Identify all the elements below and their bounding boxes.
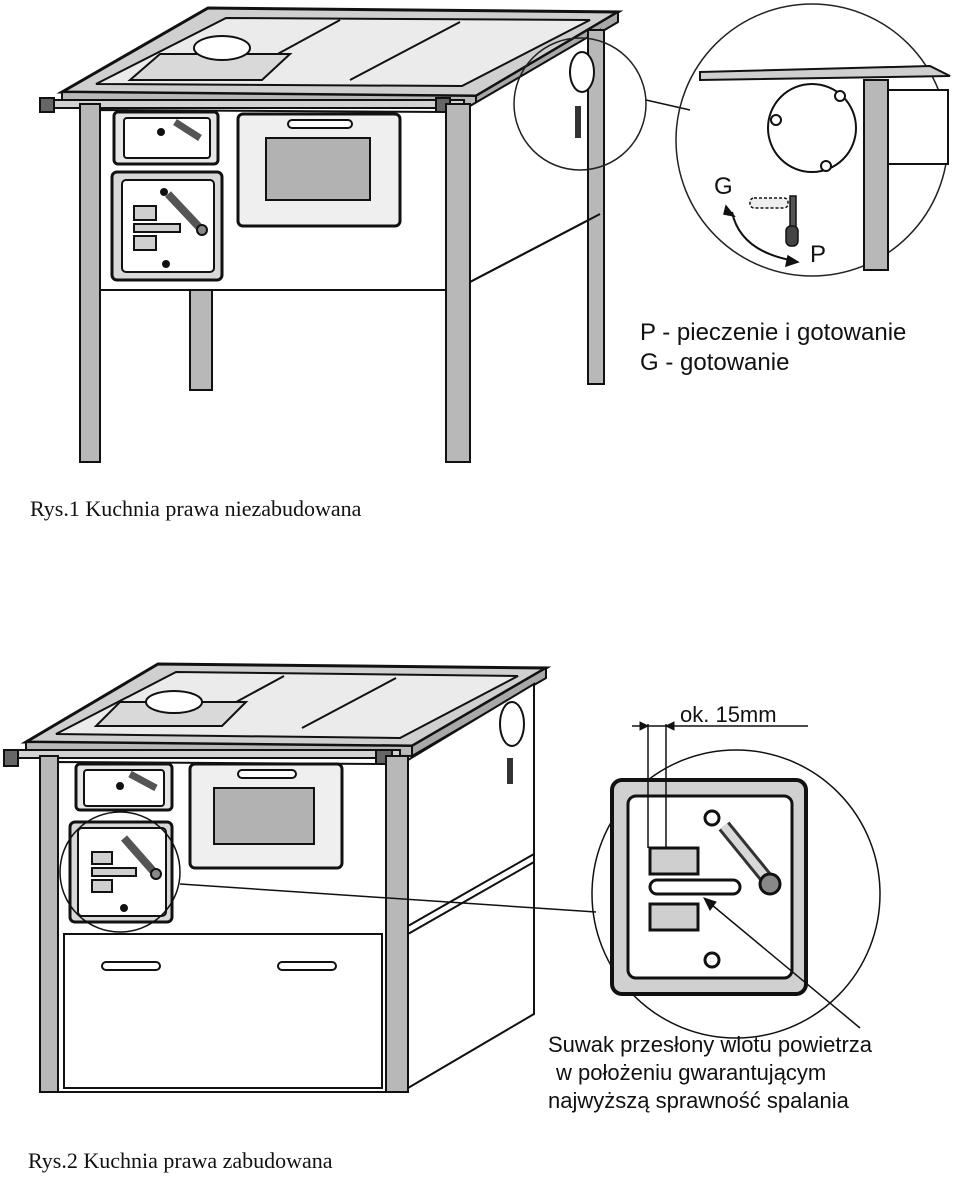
hotplate-ring [193,35,251,61]
figure-2-detail-callout [59,721,881,1039]
detail-label-g: G [714,173,733,200]
dimension-label: ok. 15mm [680,702,777,727]
towel-rail [41,99,465,109]
detail-label-p: P [810,241,826,268]
figure-1-detail-callout [513,3,951,277]
note-line-2: w położeniu gwarantującym [555,1060,826,1085]
storage-drawer [63,933,383,1089]
figure-1-labels: G P P - pieczenie i gotowanie G - gotowa… [30,173,906,521]
figure-1-stove-unbuilt [39,6,624,463]
figure-2-caption: Rys.2 Kuchnia prawa zabudowana [28,1148,333,1173]
leg-back-left [189,289,213,391]
note-line-3: najwyższą sprawność spalania [548,1088,850,1113]
leg-front-right [445,103,471,463]
hotplate-ring-2 [145,690,203,714]
figure-2-stove-built-in [3,662,552,1093]
legend-line-g: G - gotowanie [640,349,789,376]
leg-front-left [79,103,101,463]
figure-2-labels: ok. 15mm Suwak przesłony wlotu powietrza… [28,702,873,1173]
legend-line-p: P - pieczenie i gotowanie [640,319,906,346]
leg-back-right [587,29,605,385]
figure-1-caption: Rys.1 Kuchnia prawa niezabudowana [30,496,362,521]
note-line-1: Suwak przesłony wlotu powietrza [548,1032,873,1057]
